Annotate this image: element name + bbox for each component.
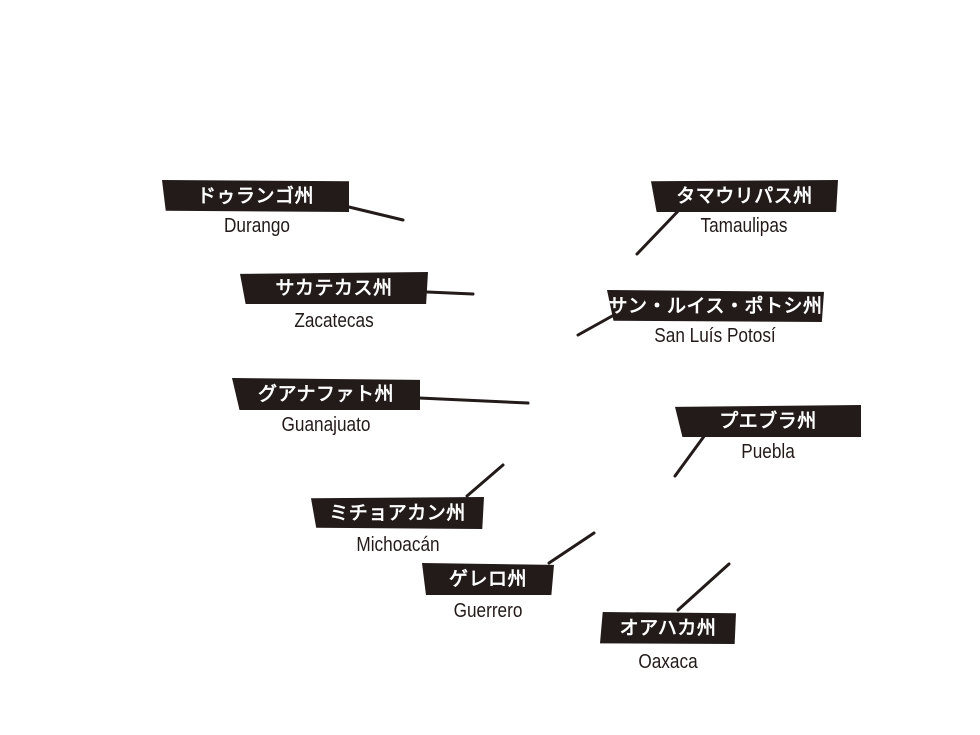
state-name-tamaulipas: Tamaulipas	[700, 215, 788, 237]
state-name-oaxaca: Oaxaca	[638, 651, 698, 673]
leader-line-tamaulipas	[635, 205, 684, 256]
state-name-guerrero: Guerrero	[453, 600, 523, 622]
state-tag-zacatecas: サカテカス州	[240, 272, 428, 304]
state-tag-oaxaca: オアハカ州	[600, 612, 736, 644]
state-name-michoacan: Michoacán	[356, 534, 440, 556]
leader-line-san-luis-potosi	[576, 313, 616, 337]
state-name-san-luis-potosi: San Luís Potosí	[654, 325, 776, 347]
leader-line-guanajuato	[417, 396, 530, 405]
leader-line-zacatecas	[425, 290, 475, 296]
state-tag-tamaulipas: タマウリパス州	[651, 180, 838, 212]
leader-line-oaxaca	[676, 562, 731, 612]
state-name-puebla: Puebla	[741, 441, 795, 463]
state-name-durango: Durango	[224, 215, 290, 237]
state-tag-guerrero: ゲレロ州	[422, 563, 554, 595]
state-name-zacatecas: Zacatecas	[294, 310, 374, 332]
state-name-guanajuato: Guanajuato	[281, 414, 371, 436]
state-tag-san-luis-potosi: サン・ルイス・ポトシ州	[607, 290, 824, 322]
leader-line-durango	[347, 205, 405, 222]
state-tag-puebla: プエブラ州	[675, 405, 861, 437]
leader-line-michoacan	[465, 463, 505, 498]
state-tag-michoacan: ミチョアカン州	[311, 497, 484, 529]
leader-line-guerrero	[547, 531, 596, 565]
state-tag-durango: ドゥランゴ州	[162, 180, 349, 212]
state-tag-guanajuato: グアナファト州	[232, 378, 420, 410]
